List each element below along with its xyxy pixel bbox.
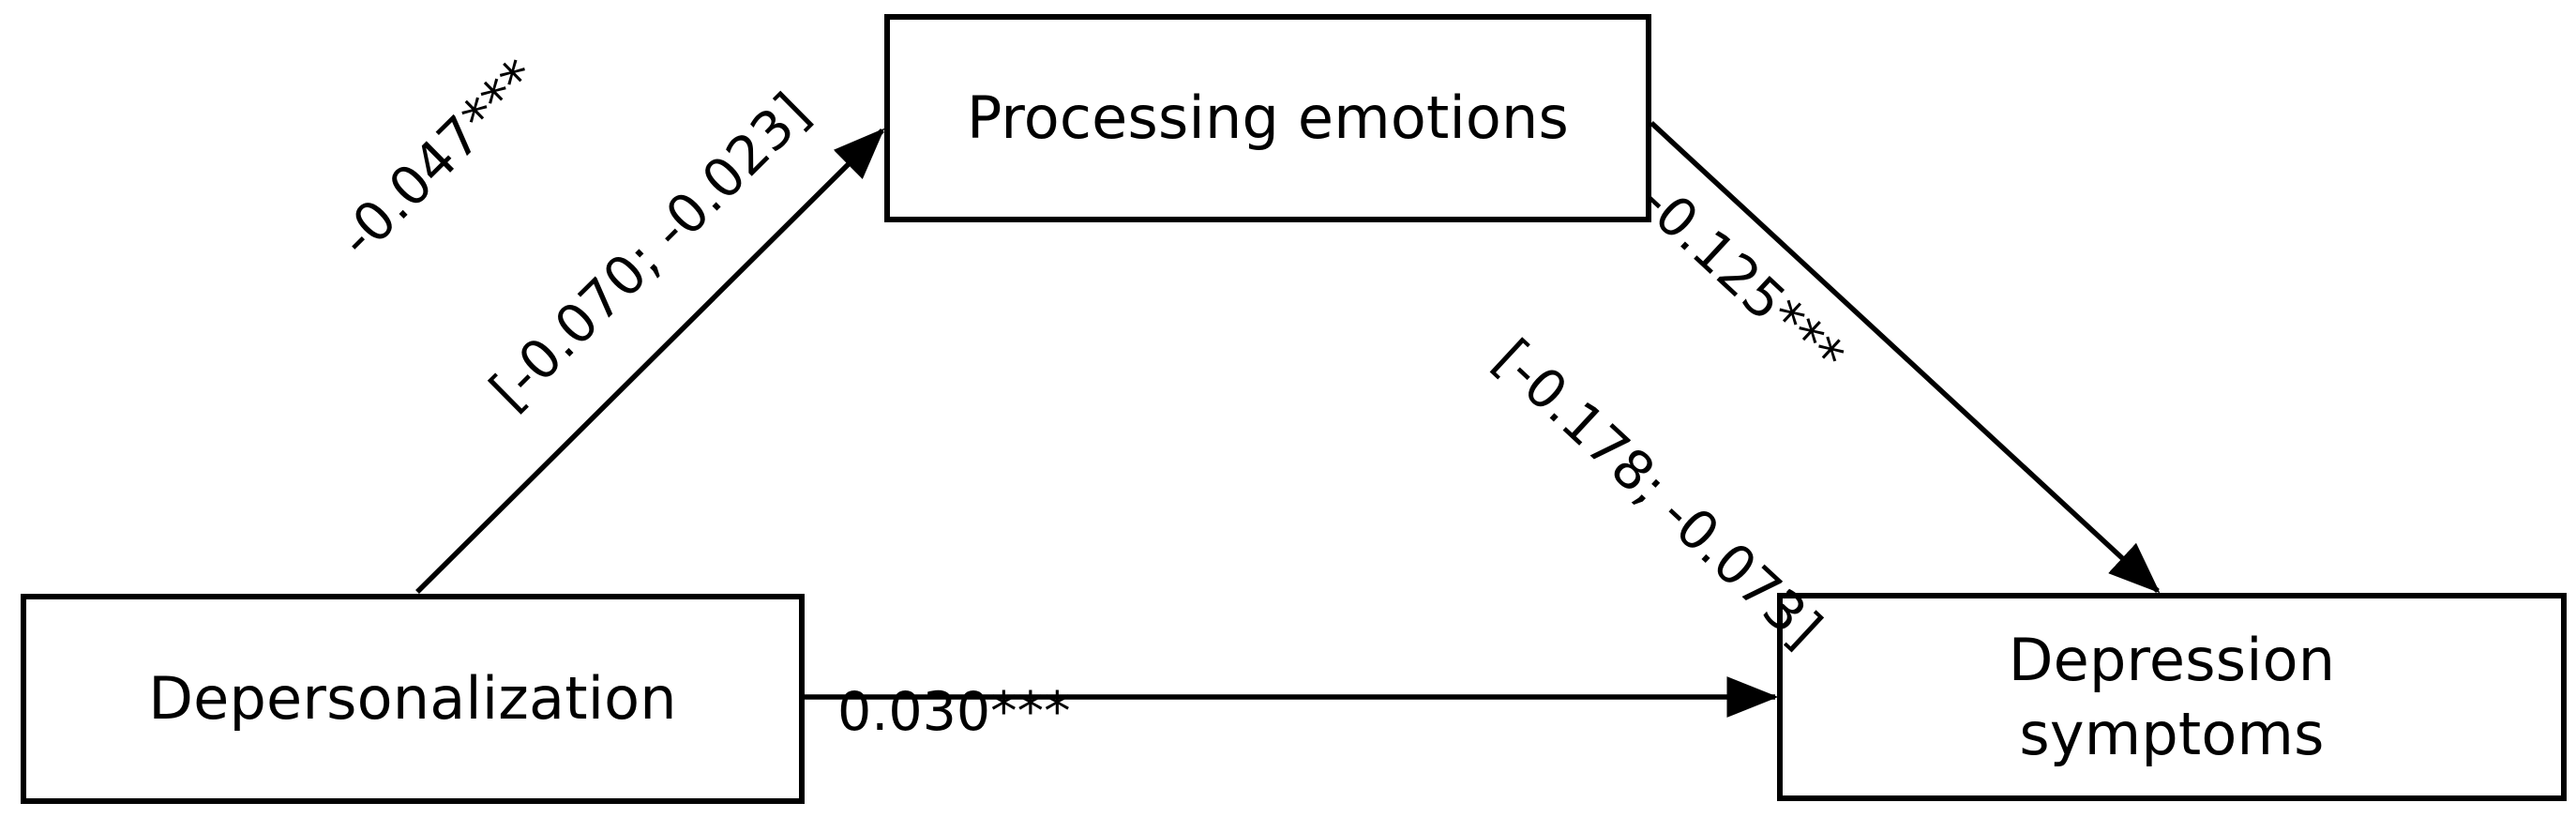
edge-label-b-path-interval: [-0.178; -0.073] bbox=[1482, 327, 1833, 660]
arrow-a-path bbox=[415, 128, 885, 594]
edge-label-c-path: 0.030*** [0.019;0.041] bbox=[837, 538, 1203, 833]
node-depression-symptoms[interactable]: Depression symptoms bbox=[1777, 593, 2567, 801]
node-processing-emotions-label: Processing emotions bbox=[966, 83, 1570, 153]
edge-label-b-path-coefficient: -0.125*** bbox=[1628, 170, 1856, 388]
node-depersonalization[interactable]: Depersonalization bbox=[21, 594, 805, 804]
node-processing-emotions[interactable]: Processing emotions bbox=[884, 14, 1651, 222]
node-depression-symptoms-label: Depression symptoms bbox=[2008, 625, 2336, 768]
edge-label-c-path-coefficient: 0.030*** bbox=[837, 681, 1071, 744]
node-depersonalization-label: Depersonalization bbox=[148, 664, 677, 734]
edge-label-a-path-interval: [-0.070; -0.023] bbox=[478, 81, 821, 422]
arrow-b-path bbox=[1650, 120, 2161, 594]
